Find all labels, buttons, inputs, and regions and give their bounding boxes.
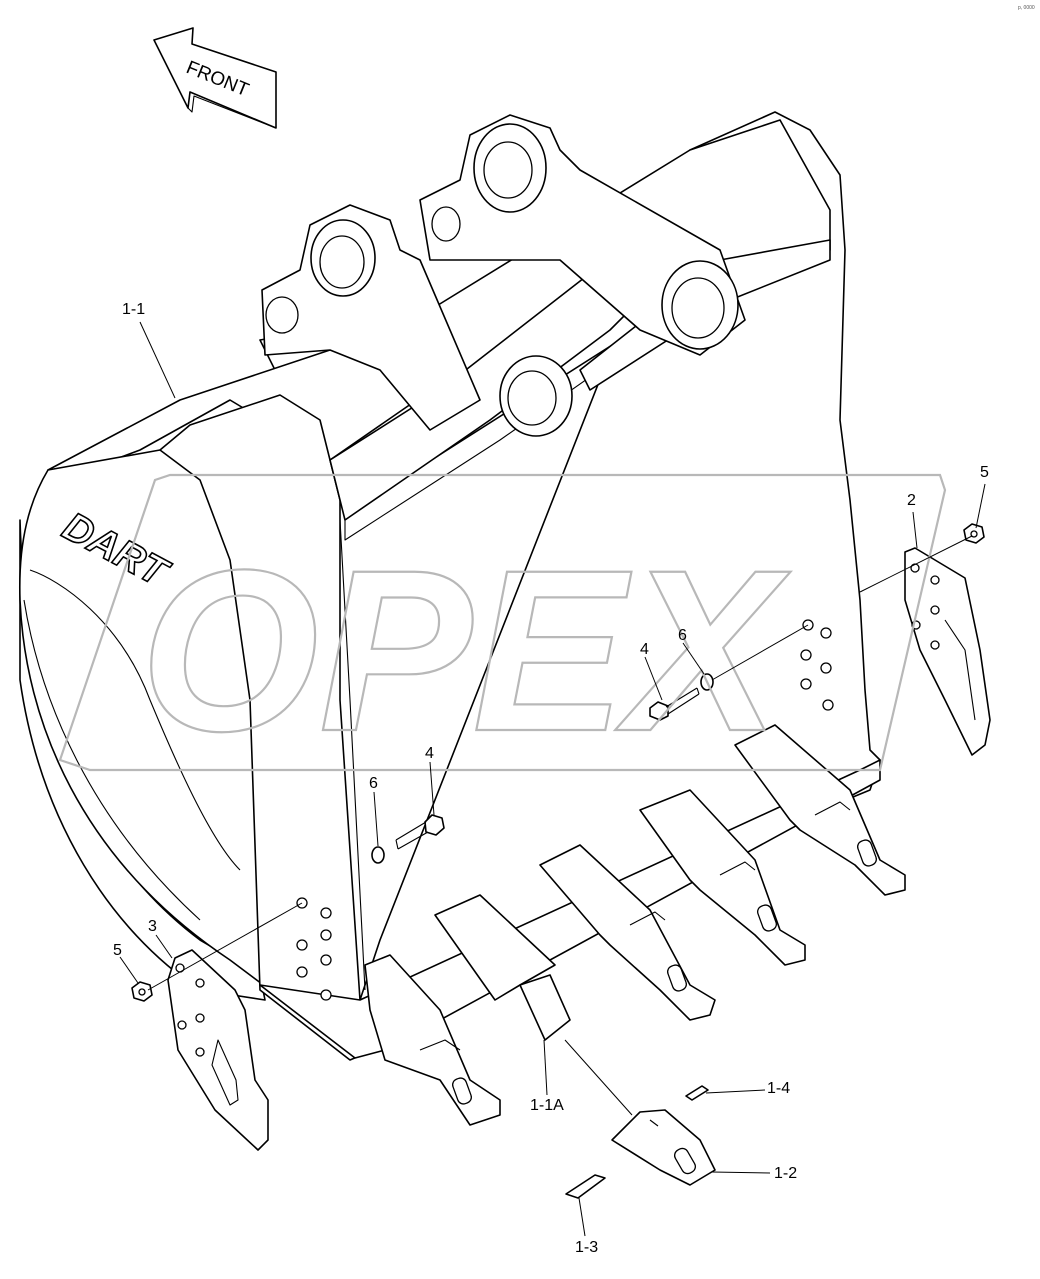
- callout-4-left: 4: [425, 745, 434, 762]
- tooth-tip-exploded: [611, 1109, 716, 1186]
- tooth-2: [434, 894, 571, 1041]
- tooth-3: [539, 844, 716, 1021]
- callout-1-1: 1-1: [122, 301, 145, 318]
- tooth-5: [734, 724, 906, 896]
- tooth-pin: [565, 1174, 606, 1199]
- bolt-right: [649, 687, 700, 721]
- washer-left: [371, 846, 385, 864]
- callout-4-right: 4: [640, 641, 649, 658]
- tooth-retainer: [685, 1085, 709, 1101]
- tooth-1: [364, 954, 501, 1126]
- nut-right: [963, 523, 985, 544]
- callout-1-2: 1-2: [774, 1165, 797, 1182]
- side-cutter-left: [167, 949, 269, 1151]
- side-cutter-right: [904, 547, 991, 756]
- callout-labels: 1-1 2 5 4 6 6 4 3 5 1-1A 1-4 1-2 1-3: [113, 301, 989, 1256]
- callout-6-left: 6: [369, 775, 378, 792]
- leader-lines: [119, 321, 986, 1237]
- watermark: OPEX: [58, 473, 947, 780]
- teeth-row: [364, 724, 906, 1126]
- callout-3: 3: [148, 918, 157, 935]
- nut-left: [131, 981, 153, 1002]
- callout-6-right: 6: [678, 627, 687, 644]
- callout-1-4: 1-4: [767, 1080, 790, 1097]
- tooth-4: [639, 789, 806, 966]
- front-arrow: FRONT: [153, 27, 277, 129]
- callout-1-1A: 1-1A: [530, 1097, 564, 1114]
- washer-right: [700, 673, 714, 691]
- callout-5-left: 5: [113, 942, 122, 959]
- corner-mark: p, 0000: [1018, 5, 1035, 11]
- callout-1-3: 1-3: [575, 1239, 598, 1256]
- callout-2: 2: [907, 492, 916, 509]
- bolt-left: [395, 814, 445, 850]
- callout-5-right: 5: [980, 464, 989, 481]
- svg-text:OPEX: OPEX: [140, 522, 791, 779]
